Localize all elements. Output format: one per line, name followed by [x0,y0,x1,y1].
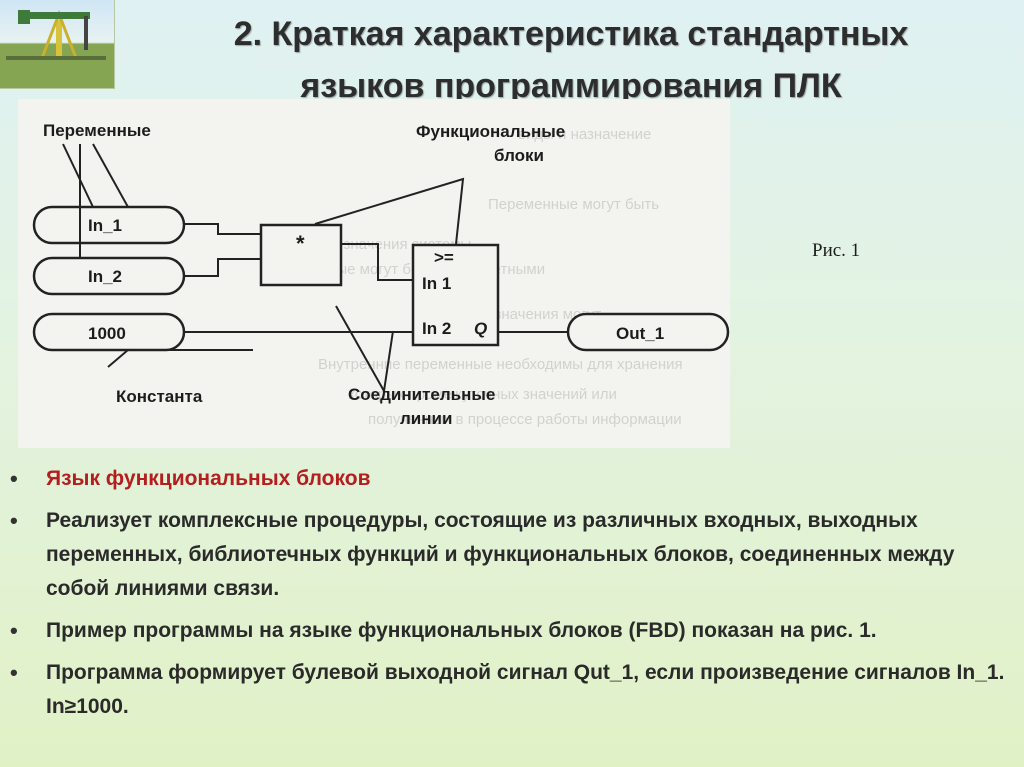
title-line-2: языков программирования ПЛК [300,67,842,105]
bullet-glyph: • [10,466,18,491]
label-constant: Константа [116,387,203,406]
svg-text:Переменные могут быть: Переменные могут быть [488,196,659,213]
bullet-text: Язык функциональных блоков [46,467,371,490]
figure-caption: Рис. 1 [812,240,861,261]
oil-pump-icon [0,9,114,88]
bullet-glyph: • [10,660,18,685]
oil-pump-logo [0,0,115,89]
bullet-list: • Язык функциональных блоков • Реализует… [10,462,1010,732]
label-ge-q: Q [474,319,487,338]
svg-text:которых промежуточных значений: которых промежуточных значений или [348,386,617,403]
compare-block [411,243,500,347]
label-in1: In_1 [88,216,122,235]
label-out1: Out_1 [616,324,664,343]
label-multiply: * [296,231,305,256]
label-connecting-lines-1: Соединительные [348,385,495,404]
page-title: 2. Краткая характеристика стандартных яз… [118,8,1024,112]
svg-text:виды и назначение: виды и назначение [518,126,651,143]
label-ge-in1: In 1 [422,274,451,293]
multiply-block [259,223,343,287]
bullet-glyph: • [10,618,18,643]
label-function-blocks-1: Функциональные [416,122,565,141]
bullet-item: • Реализует комплексные процедуры, состо… [10,504,1010,606]
bullet-item: • Язык функциональных блоков [10,462,1010,496]
label-variables: Переменные [43,121,151,140]
label-ge: >= [434,248,454,267]
label-ge-in2: In 2 [422,319,451,338]
label-in2: In_2 [88,267,122,286]
svg-text:Внутренние переменные необходи: Внутренние переменные необходимы для хра… [318,356,683,373]
bullet-glyph: • [10,508,18,533]
title-line-1: 2. Краткая характеристика стандартных [233,15,909,53]
label-function-blocks-2: блоки [494,146,544,165]
bullet-text: Реализует комплексные процедуры, состоящ… [46,509,955,600]
bullet-item: • Пример программы на языке функциональн… [10,614,1010,648]
svg-text:полученных в процессе работы и: полученных в процессе работы информации [368,411,682,428]
fbd-diagram-svg: виды и назначение Переменные могут быть … [32,121,730,428]
bullet-text: Пример программы на языке функциональных… [46,619,877,642]
bullet-item: • Программа формирует булевой выходной с… [10,656,1010,724]
fbd-diagram: виды и назначение Переменные могут быть … [18,99,730,448]
label-connecting-lines-2: линии [400,409,452,428]
bullet-text: Программа формирует булевой выходной сиг… [46,661,1005,718]
label-const-1000: 1000 [88,324,126,343]
